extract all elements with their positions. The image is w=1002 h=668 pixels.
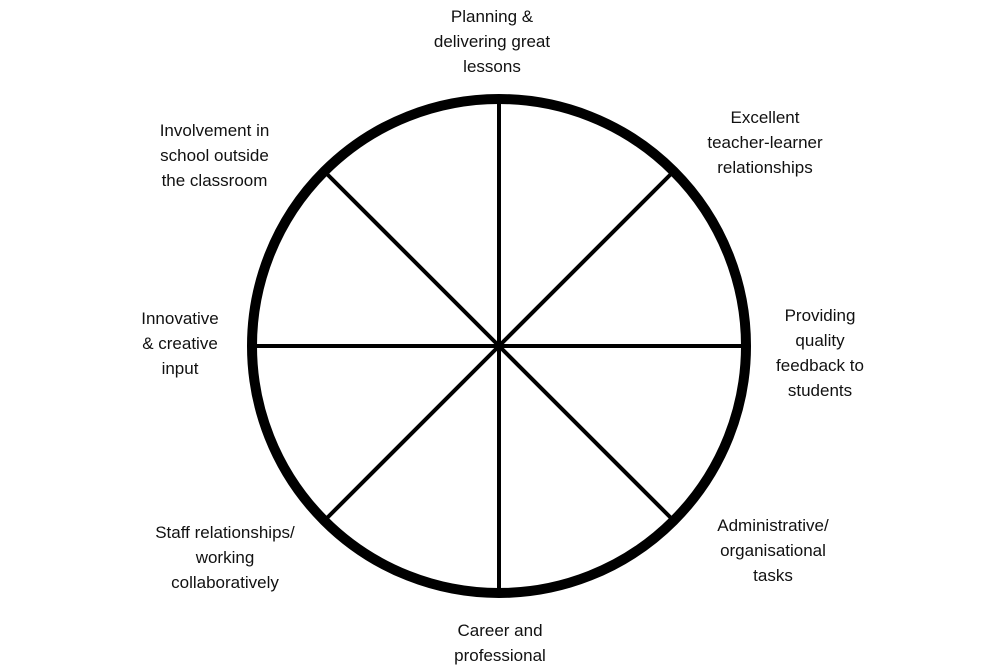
- segment-label-line: Administrative/: [717, 516, 829, 535]
- segment-label-line: Innovative: [141, 309, 219, 328]
- wheel-spoke: [325, 172, 501, 348]
- segment-label-line: & creative: [142, 334, 218, 353]
- segment-label-staff-relationships: Staff relationships/ working collaborati…: [130, 520, 320, 595]
- segment-label-line: input: [161, 359, 199, 378]
- wheel-rim: [247, 94, 751, 598]
- wheel-spoke: [325, 344, 501, 520]
- segment-label-line: the classroom: [161, 171, 268, 190]
- segment-label-line: Career and: [457, 621, 543, 640]
- segment-label-line: organisational: [720, 541, 826, 560]
- segment-label-teacher-learner: Excellent teacher-learner relationships: [690, 105, 840, 180]
- segment-label-line: school outside: [160, 146, 269, 165]
- segment-label-line: quality: [795, 331, 845, 350]
- segment-label-line: relationships: [717, 158, 813, 177]
- segment-label-planning: Planning & delivering great lessons: [392, 4, 592, 79]
- segment-label-administrative: Administrative/ organisational tasks: [688, 513, 858, 588]
- segment-label-involvement: Involvement in school outside the classr…: [132, 118, 297, 193]
- wheel-spokes: [255, 102, 743, 590]
- segment-label-line: Providing: [784, 306, 856, 325]
- segment-label-feedback: Providing quality feedback to students: [760, 303, 880, 403]
- segment-label-line: delivering great: [433, 32, 551, 51]
- segment-label-line: professional: [454, 646, 546, 665]
- segment-label-line: students: [787, 381, 853, 400]
- segment-label-career: Career and professional: [415, 618, 585, 668]
- segment-label-line: lessons: [463, 57, 521, 76]
- segment-label-line: working: [195, 548, 255, 567]
- segment-label-line: Staff relationships/: [155, 523, 295, 542]
- wheel-spoke: [497, 172, 673, 348]
- segment-label-line: Planning &: [450, 7, 534, 26]
- segment-label-line: collaboratively: [171, 573, 279, 592]
- wheel-spoke: [497, 344, 673, 520]
- segment-label-line: feedback to: [776, 356, 864, 375]
- segment-label-line: tasks: [753, 566, 793, 585]
- segment-label-line: teacher-learner: [707, 133, 823, 152]
- segment-label-line: Excellent: [730, 108, 800, 127]
- segment-label-line: Involvement in: [159, 121, 270, 140]
- segment-label-innovative: Innovative & creative input: [110, 306, 250, 381]
